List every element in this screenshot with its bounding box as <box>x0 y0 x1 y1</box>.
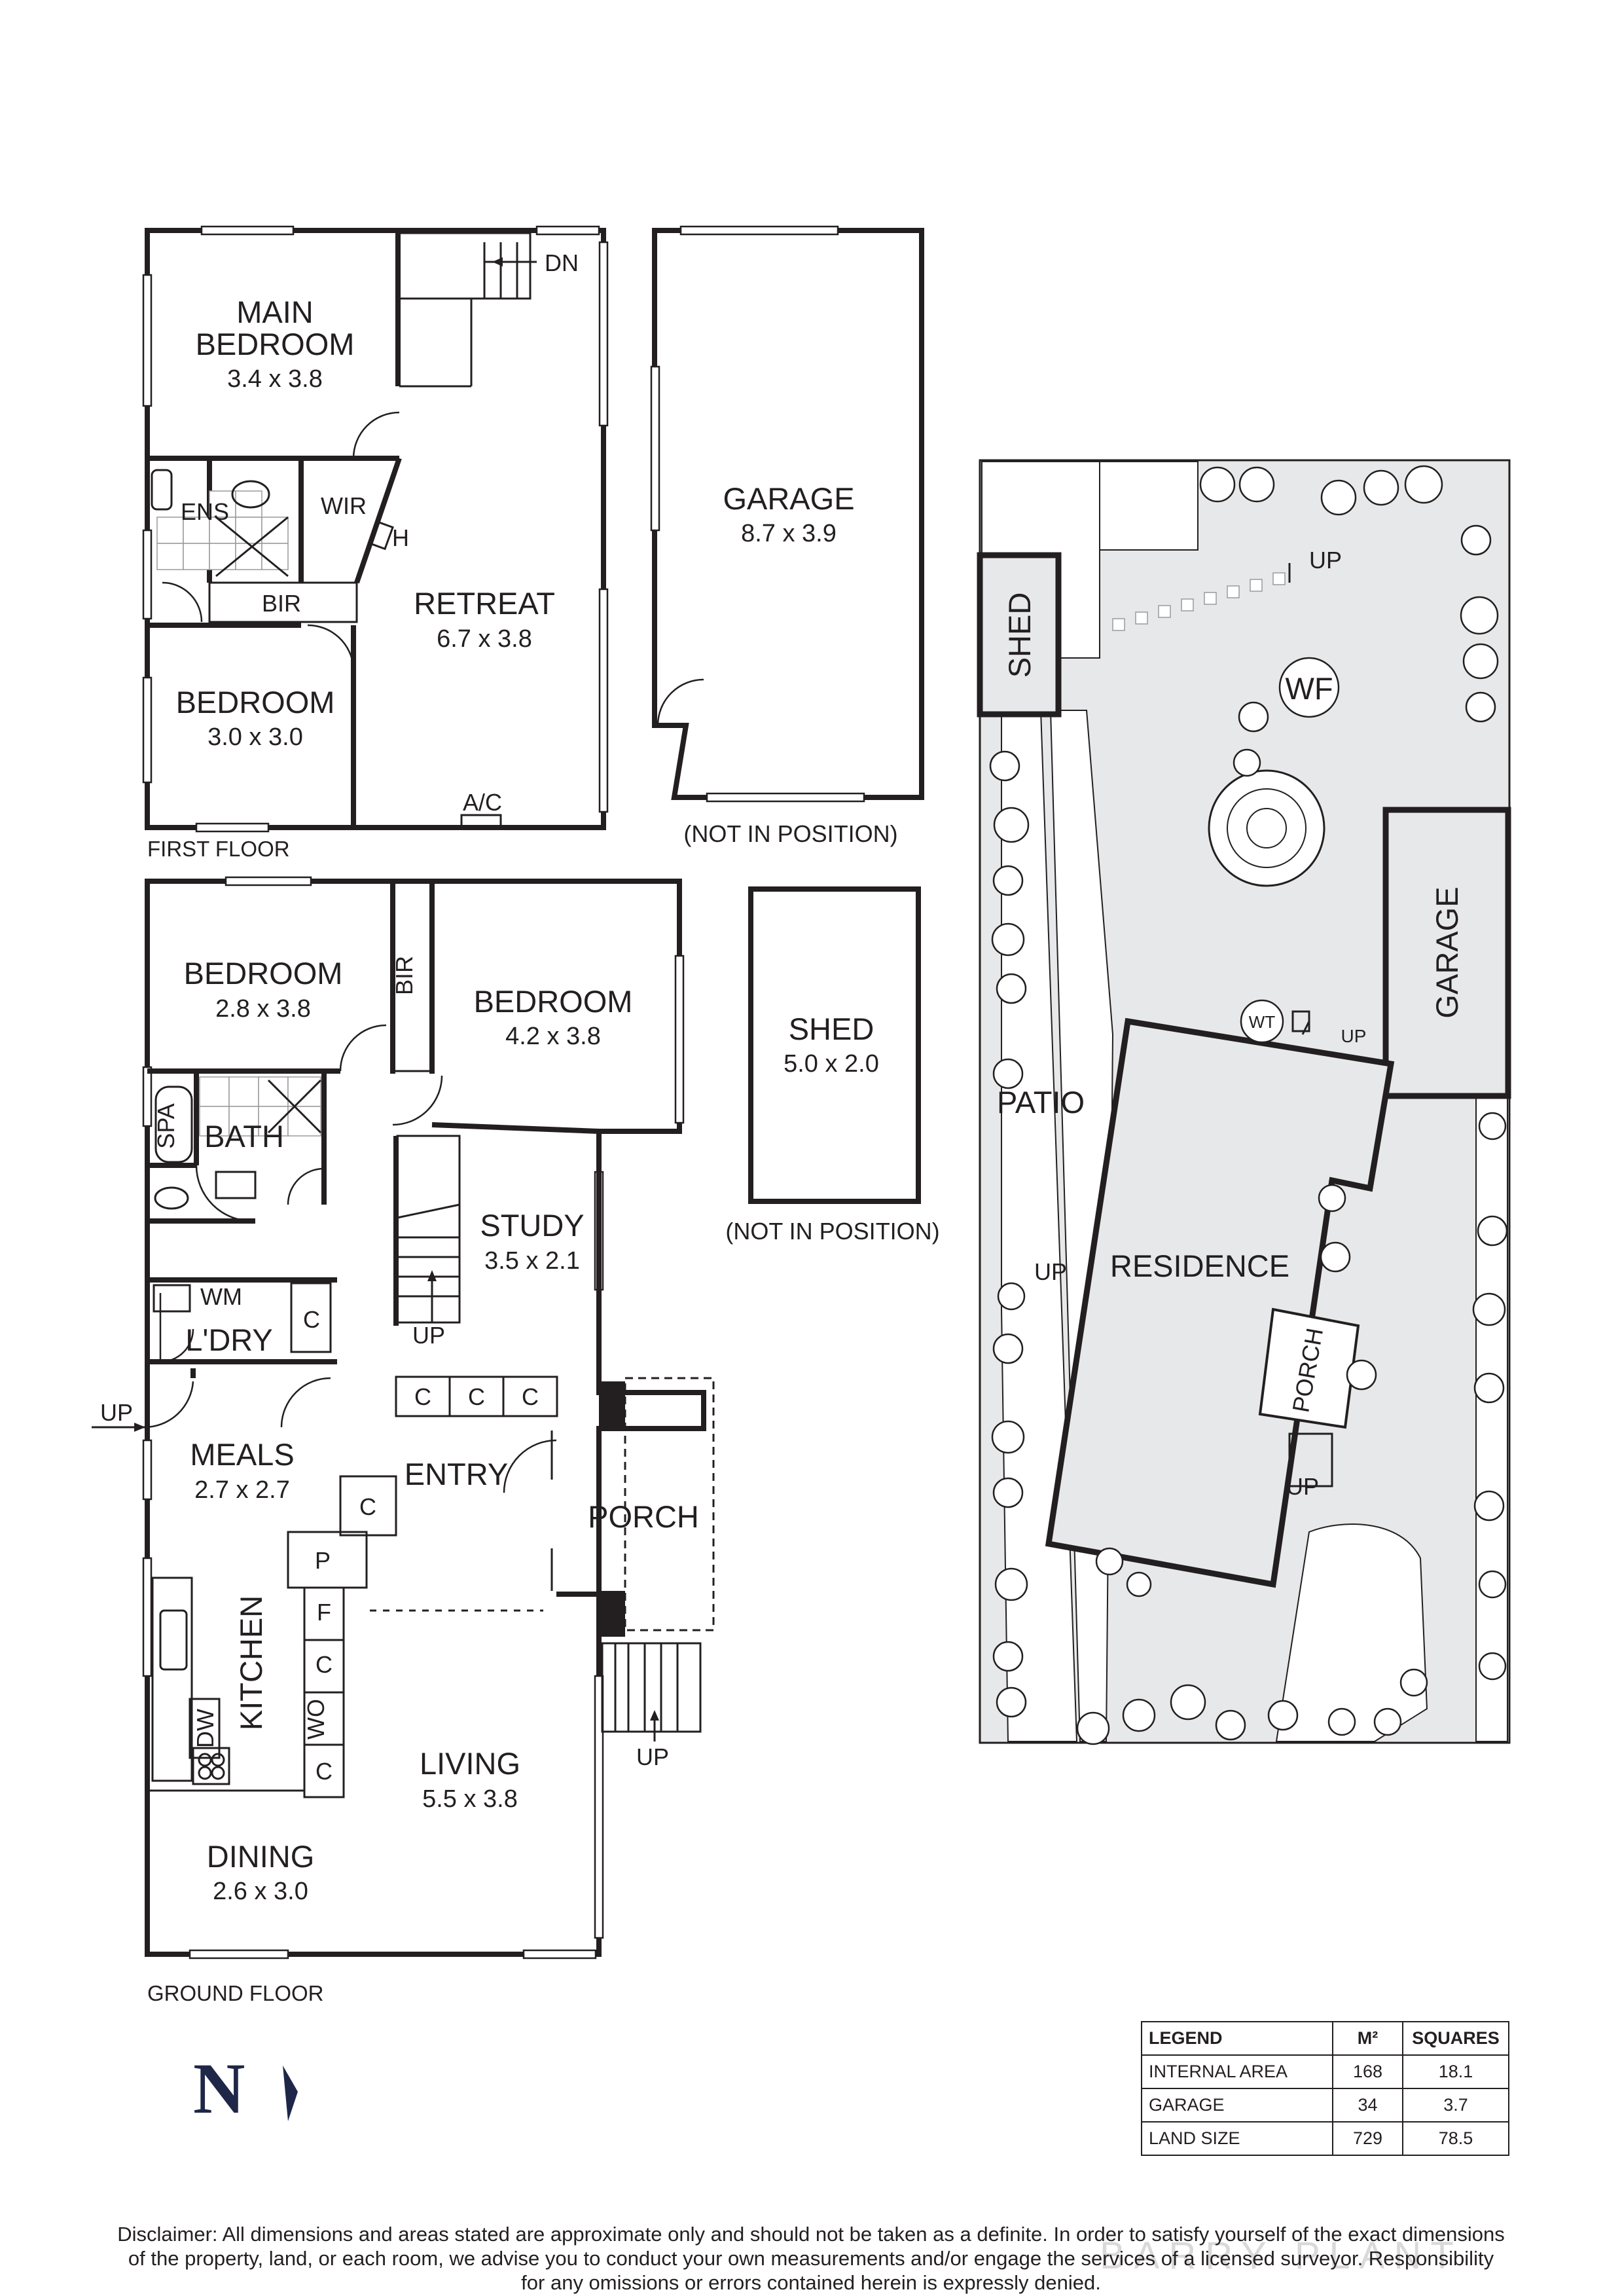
legend-header-label: LEGEND <box>1141 2021 1333 2056</box>
dn-label: DN <box>545 249 579 276</box>
bath-label: BATH <box>204 1119 284 1154</box>
legend-row: GARAGE 34 3.7 <box>1141 2088 1509 2123</box>
site-up-wt-label: UP <box>1341 1026 1367 1046</box>
site-up-top-label: UP <box>1309 547 1342 574</box>
site-up-patio-label: UP <box>1034 1258 1067 1285</box>
entry-label: ENTRY <box>405 1457 508 1491</box>
legend-row-label: INTERNAL AREA <box>1141 2054 1333 2089</box>
site-garage-label: GARAGE <box>1430 886 1464 1018</box>
legend-row-m2: 34 <box>1332 2088 1403 2123</box>
ground-bedroom2-dims: 4.2 x 3.8 <box>505 1023 601 1050</box>
compass-n-label: N <box>193 2049 245 2128</box>
legend-row-m2: 729 <box>1332 2121 1403 2156</box>
garage-plan-note: (NOT IN POSITION) <box>683 820 897 847</box>
legend-header-row: LEGEND M² SQUARES <box>1141 2021 1509 2056</box>
legend-header-m2: M² <box>1332 2021 1403 2056</box>
living-dims: 5.5 x 3.8 <box>422 1785 518 1813</box>
site-residence-label: RESIDENCE <box>1110 1248 1289 1283</box>
ground-bedroom2-label: BEDROOM <box>474 984 633 1019</box>
laundry-cupboard-label: C <box>303 1306 320 1333</box>
kitchen-c-label-1: C <box>315 1651 333 1678</box>
legend-row-squares: 3.7 <box>1402 2088 1509 2123</box>
legend-row: INTERNAL AREA 168 18.1 <box>1141 2054 1509 2089</box>
main-bedroom-dims: 3.4 x 3.8 <box>227 365 323 393</box>
legend-table: LEGEND M² SQUARES INTERNAL AREA 168 18.1… <box>1141 2021 1509 2156</box>
study-label: STUDY <box>480 1208 584 1243</box>
ground-floor-plan <box>92 257 715 1959</box>
legend-row: LAND SIZE 729 78.5 <box>1141 2121 1509 2156</box>
legend-row-m2: 168 <box>1332 2054 1403 2089</box>
disclaimer-text: Disclaimer: All dimensions and areas sta… <box>65 2222 1557 2295</box>
retreat-dims: 6.7 x 3.8 <box>437 625 532 653</box>
dishwasher-label: DW <box>192 1709 219 1748</box>
laundry-label: L'DRY <box>185 1322 273 1357</box>
bath-tiles <box>199 1076 321 1137</box>
watermark-logo: BARRY PLANT <box>1100 2234 1463 2277</box>
garage-plan-label: GARAGE <box>723 481 854 516</box>
main-bedroom-label-1: MAIN <box>236 295 314 329</box>
ens-label: ENS <box>181 498 229 525</box>
site-trees <box>989 465 1508 1745</box>
site-patio-label: PATIO <box>997 1085 1085 1120</box>
north-arrow-icon <box>283 2066 298 2121</box>
stair-up-label: UP <box>412 1322 445 1349</box>
site-shed-label: SHED <box>1002 592 1037 678</box>
garage-plan-dims: 8.7 x 3.9 <box>741 520 837 547</box>
legend-row-label: GARAGE <box>1141 2088 1333 2123</box>
dining-label: DINING <box>207 1839 315 1874</box>
dining-dims: 2.6 x 3.0 <box>213 1878 308 1905</box>
legend-row-squares: 18.1 <box>1402 2054 1509 2089</box>
legend-header-squares: SQUARES <box>1402 2021 1509 2056</box>
ground-bedroom1-dims: 2.8 x 3.8 <box>215 995 311 1023</box>
shed-plan-note: (NOT IN POSITION) <box>725 1218 939 1245</box>
site-wf-label: WF <box>1285 671 1333 706</box>
shed-plan-dims: 5.0 x 2.0 <box>784 1050 879 1078</box>
kitchen-c-label-2: C <box>315 1758 333 1785</box>
wir-label: WIR <box>321 492 367 519</box>
c-label-1: C <box>414 1383 431 1410</box>
shed-plan-label: SHED <box>789 1011 874 1046</box>
shed-plan <box>748 886 921 1204</box>
spa-label: SPA <box>153 1103 179 1148</box>
hatch-label: H <box>392 524 409 551</box>
meals-dims: 2.7 x 2.7 <box>194 1476 290 1504</box>
ensuite-tiles <box>156 490 289 570</box>
study-dims: 3.5 x 2.1 <box>484 1247 580 1275</box>
main-bedroom-label-2: BEDROOM <box>196 327 355 361</box>
c-label-2: C <box>468 1383 485 1410</box>
site-paving-stones <box>1112 572 1286 631</box>
disclaimer-line: Disclaimer: All dimensions and areas sta… <box>117 2223 1505 2246</box>
disclaimer-line: for any omissions or errors contained he… <box>521 2271 1101 2294</box>
ground-bir-label: BIR <box>391 956 418 995</box>
wm-label: WM <box>200 1283 242 1310</box>
side-up-label: UP <box>100 1399 133 1426</box>
kitchen-label: KITCHEN <box>234 1595 268 1730</box>
site-plan <box>977 459 1511 1745</box>
site-wt-label: WT <box>1249 1012 1276 1032</box>
legend-row-squares: 78.5 <box>1402 2121 1509 2156</box>
site-up-porch-label: UP <box>1286 1473 1319 1500</box>
c-label-3: C <box>522 1383 539 1410</box>
disclaimer-line: of the property, land, or each room, we … <box>128 2247 1494 2270</box>
fridge-label: F <box>317 1599 331 1626</box>
front-up-label: UP <box>636 1743 669 1770</box>
garage-plan <box>650 225 924 803</box>
ac-label: A/C <box>463 789 502 816</box>
ground-porch-label: PORCH <box>588 1499 699 1534</box>
meals-label: MEALS <box>190 1437 294 1472</box>
legend-row-label: LAND SIZE <box>1141 2121 1333 2156</box>
living-label: LIVING <box>420 1746 520 1781</box>
first-floor-plan <box>142 225 609 833</box>
first-floor-bedroom-dims: 3.0 x 3.0 <box>207 723 303 751</box>
wall-oven-label: WO <box>302 1699 329 1740</box>
first-floor-bir-label: BIR <box>262 590 301 617</box>
first-floor-caption: FIRST FLOOR <box>147 837 290 861</box>
ground-bedroom1-label: BEDROOM <box>184 956 343 991</box>
pantry-label: P <box>315 1547 331 1574</box>
entry-cupboard-label: C <box>359 1493 376 1520</box>
ground-floor-caption: GROUND FLOOR <box>147 1981 324 2005</box>
retreat-label: RETREAT <box>414 586 555 621</box>
first-floor-bedroom-label: BEDROOM <box>176 685 335 720</box>
